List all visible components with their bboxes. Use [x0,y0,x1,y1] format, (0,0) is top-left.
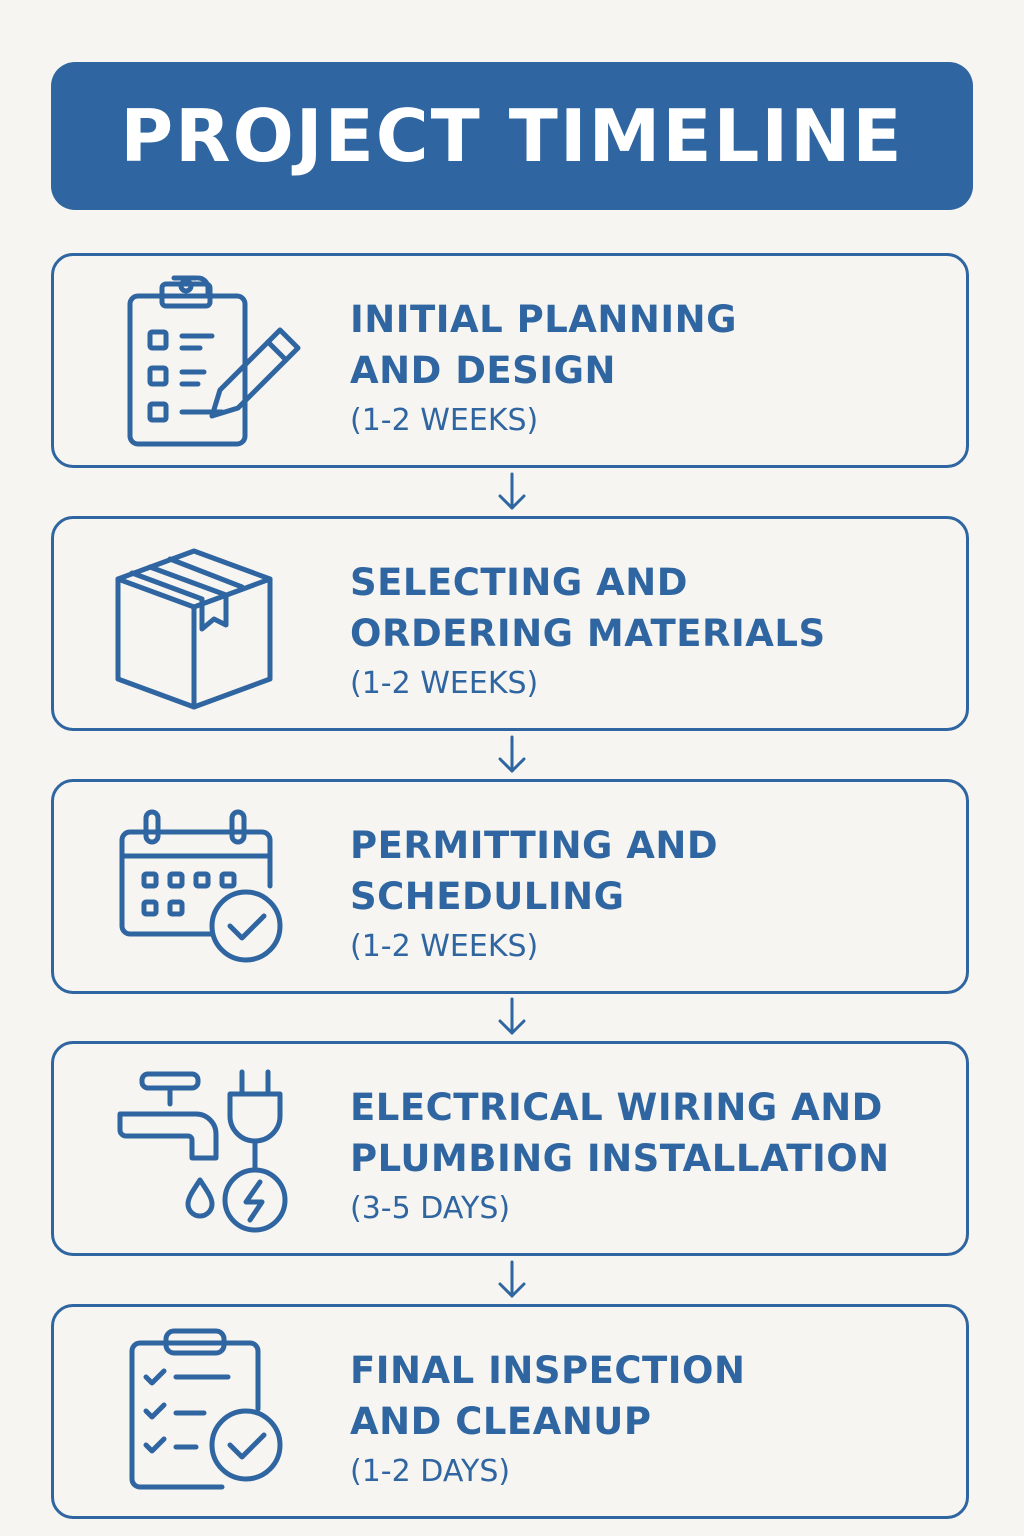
step-title-line2: PLUMBING INSTALLATION [350,1137,890,1180]
down-arrow-icon [496,472,528,516]
timeline-step-materials: SELECTING AND ORDERING MATERIALS (1-2 WE… [51,516,969,731]
faucet-plug-icon [112,1064,292,1239]
step-duration: (1-2 WEEKS) [350,929,539,964]
step-duration: (3-5 DAYS) [350,1191,511,1226]
step-title-line2: SCHEDULING [350,875,625,918]
step-duration: (1-2 WEEKS) [350,403,539,438]
step-title-line1: INITIAL PLANNING [350,298,737,341]
step-duration: (1-2 DAYS) [350,1454,511,1489]
step-title-line1: ELECTRICAL WIRING AND [350,1086,883,1129]
clipboard-pencil-icon [112,275,301,451]
step-title-line2: AND DESIGN [350,349,616,392]
step-title-line1: FINAL INSPECTION [350,1349,746,1392]
step-title-line1: PERMITTING AND [350,824,719,867]
timeline-step-permitting: PERMITTING AND SCHEDULING (1-2 WEEKS) [51,779,969,994]
step-duration: (1-2 WEEKS) [350,666,539,701]
down-arrow-icon [496,1260,528,1304]
checklist-approved-icon [112,1327,292,1502]
calendar-check-icon [112,802,292,977]
page-title: PROJECT TIMELINE [120,94,904,178]
package-box-icon [112,539,292,714]
timeline-header: PROJECT TIMELINE [51,62,973,210]
timeline-step-electrical-plumbing: ELECTRICAL WIRING AND PLUMBING INSTALLAT… [51,1041,969,1256]
timeline-step-inspection: FINAL INSPECTION AND CLEANUP (1-2 DAYS) [51,1304,969,1519]
down-arrow-icon [496,997,528,1041]
step-title-line1: SELECTING AND [350,561,688,604]
timeline-step-planning: INITIAL PLANNING AND DESIGN (1-2 WEEKS) [51,253,969,468]
step-title-line2: ORDERING MATERIALS [350,612,826,655]
down-arrow-icon [496,735,528,779]
step-title-line2: AND CLEANUP [350,1400,652,1443]
